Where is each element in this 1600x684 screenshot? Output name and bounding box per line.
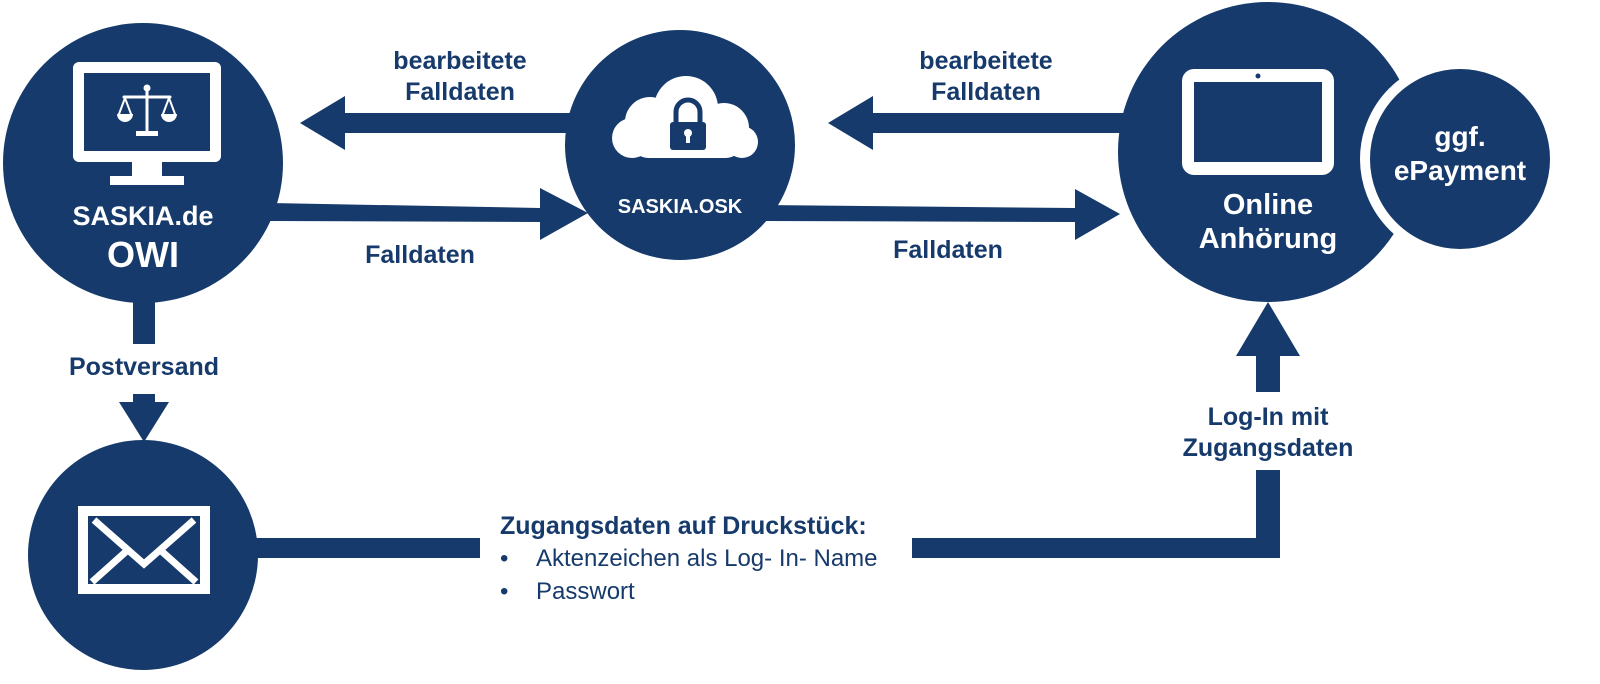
owi-title: SASKIA.de OWI: [40, 200, 246, 278]
connector-mail-to-login: [240, 302, 1300, 558]
epayment-line1: ggf.: [1434, 121, 1486, 152]
note-heading: Zugangsdaten auf Druckstück:: [500, 512, 867, 540]
arrow-postversand: [119, 290, 169, 442]
processed-data-left-line1: bearbeitete: [393, 47, 527, 75]
owi-title-line2: OWI: [107, 234, 179, 275]
epayment-line2: ePayment: [1393, 155, 1527, 186]
processed-data-right-line2: Falldaten: [931, 78, 1041, 106]
epayment-label: ggf. ePayment: [1375, 120, 1545, 188]
note-item: Aktenzeichen als Log- In- Name: [500, 542, 878, 575]
login-line1: Log-In mit: [1207, 403, 1329, 431]
tablet-icon: [1182, 69, 1334, 175]
epayment-node: [1360, 59, 1560, 259]
processed-data-left-line2: Falldaten: [405, 78, 515, 106]
processed-data-right-line1: bearbeitete: [919, 47, 1053, 75]
processed-data-label-right: bearbeitete Falldaten: [886, 46, 1086, 108]
login-label: Log-In mit Zugangsdaten: [1158, 402, 1378, 464]
note-list: Aktenzeichen als Log- In- Name Passwort: [500, 542, 878, 608]
postversand-label: Postversand: [68, 353, 220, 381]
arrow-processed-to-owi: [300, 96, 590, 150]
data-label-left: Falldaten: [365, 241, 475, 269]
online-hearing-line2: Anhörung: [1198, 223, 1338, 255]
processed-data-label-left: bearbeitete Falldaten: [360, 46, 560, 108]
monitor-scales-icon: [73, 62, 221, 185]
access-data-note: Zugangsdaten auf Druckstück: Aktenzeiche…: [500, 510, 878, 608]
envelope-icon: [78, 506, 210, 594]
login-line2: Zugangsdaten: [1182, 434, 1354, 462]
arrow-data-to-osk: [270, 188, 588, 240]
arrow-processed-to-osk: [828, 96, 1168, 150]
online-hearing-line1: Online: [1222, 189, 1314, 221]
cloud-lock-icon: [612, 76, 758, 158]
online-hearing-label: Online Anhörung: [1160, 188, 1376, 256]
osk-label: SASKIA.OSK: [617, 196, 743, 218]
owi-title-line1: SASKIA.de: [72, 201, 214, 231]
arrow-data-to-online: [760, 189, 1120, 240]
data-label-right: Falldaten: [893, 236, 1003, 264]
note-item: Passwort: [500, 575, 878, 608]
